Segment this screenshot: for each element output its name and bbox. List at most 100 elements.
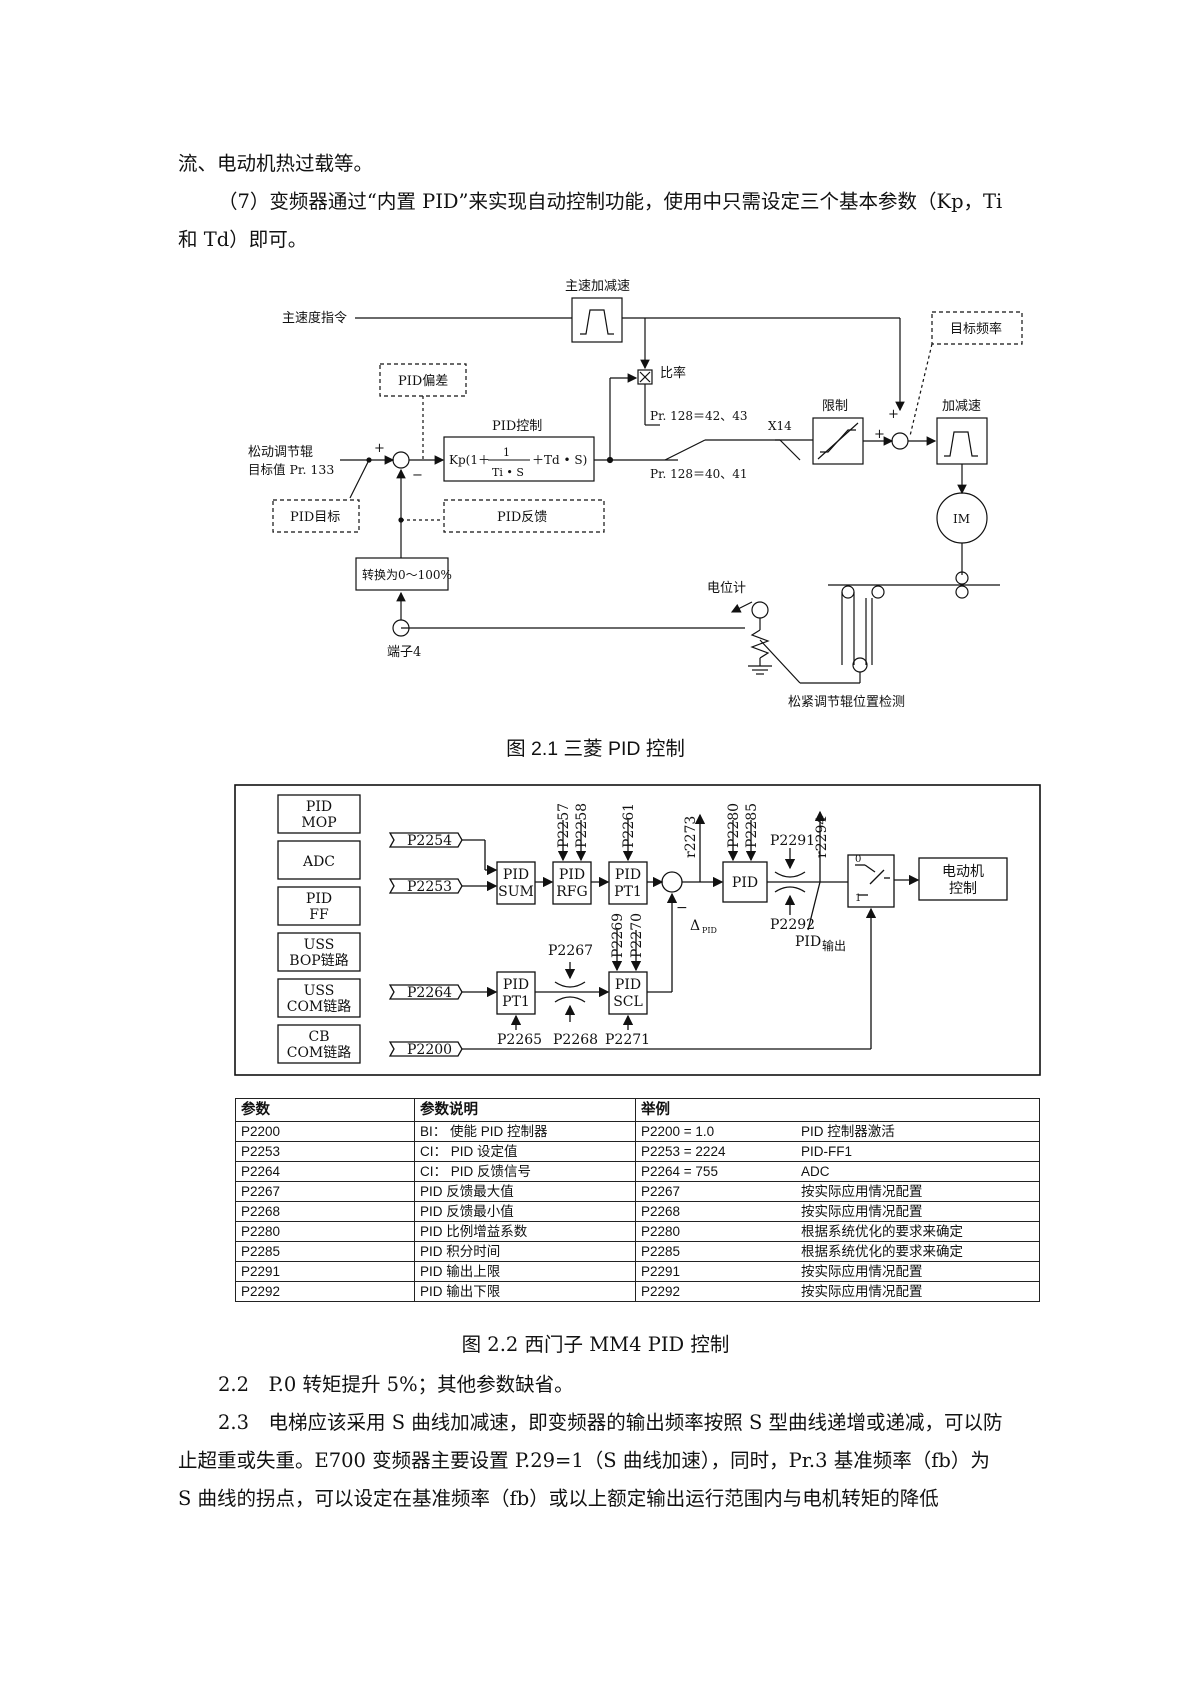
label-x14: X14 — [768, 419, 792, 433]
lbl-uss-bop-2: BOP链路 — [289, 953, 348, 969]
th-example-note — [796, 1098, 1040, 1122]
lbl-minus: − — [676, 900, 688, 916]
cell: 按实际应用情况配置 — [796, 1181, 1040, 1202]
lbl-pid-ff-1: PID — [306, 891, 332, 907]
lbl-p2280: P2280 — [726, 803, 742, 848]
cell: 根据系统优化的要求来确定 — [796, 1241, 1040, 1262]
lbl-uss-com-1: USS — [304, 983, 335, 999]
lbl-pt1b-1: PID — [503, 977, 529, 993]
lbl-pid-ff-2: FF — [309, 907, 329, 923]
lbl-uss-bop-1: USS — [304, 937, 335, 953]
lbl-sw0: 0 — [855, 854, 861, 865]
cell: PID 反馈最大值 — [414, 1181, 636, 1202]
cell: P2292 — [635, 1281, 796, 1302]
cell: P2280 — [235, 1221, 415, 1242]
table-header-row: 参数 参数说明 举例 — [235, 1098, 1040, 1122]
lbl-p2269: P2269 — [610, 913, 626, 958]
lbl-p2268: P2268 — [553, 1032, 598, 1048]
lbl-pid-out-b: 输出 — [822, 938, 846, 953]
label-pid-feedback: PID反馈 — [497, 510, 547, 525]
cell: P2285 — [235, 1241, 415, 1262]
lbl-p2264: P2264 — [407, 985, 452, 1001]
box-motor-control — [918, 857, 1008, 901]
lbl-p2292: P2292 — [770, 917, 815, 933]
label-minus-1: − — [412, 468, 423, 483]
label-pr128-a: Pr. 128＝42、43 — [650, 409, 748, 423]
cell: P2253 = 2224 — [635, 1141, 796, 1162]
label-pid-dev: PID偏差 — [398, 374, 448, 389]
paragraph-2-3: 2.3 电梯应该采用 S 曲线加减速，即变频器的输出频率按照 S 型曲线递增或递… — [178, 1411, 1003, 1510]
lbl-pid-out-a: PID — [795, 934, 821, 950]
fig1-caption: 图 2.1 三菱 PID 控制 — [506, 738, 685, 760]
lbl-r2273: r2273 — [683, 816, 699, 858]
pid-feedback-box — [443, 499, 605, 533]
lbl-p2265: P2265 — [497, 1032, 542, 1048]
lbl-cb-com-1: CB — [309, 1029, 330, 1045]
lbl-p2253: P2253 — [407, 879, 452, 895]
cell: 按实际应用情况配置 — [796, 1201, 1040, 1222]
lbl-p2261: P2261 — [621, 803, 637, 848]
cell: P2280 — [635, 1221, 796, 1242]
cell: PID 积分时间 — [414, 1241, 636, 1262]
box-pid-ff — [277, 886, 361, 926]
lbl-delta: Δ — [690, 918, 700, 934]
label-main-accel: 主速加减速 — [565, 279, 630, 294]
switch-box — [847, 854, 895, 908]
box-pid-rfg — [552, 861, 592, 905]
cell: PID 比例增益系数 — [414, 1221, 636, 1242]
box-adc — [277, 840, 361, 880]
paragraph-pid-intro: （7）变频器通过“内置 PID”来实现自动控制功能，使用中只需设定三个基本参数（… — [178, 190, 1003, 251]
lbl-delta-sub: PID — [702, 926, 717, 935]
cell: 按实际应用情况配置 — [796, 1261, 1040, 1282]
cell: PID 输出下限 — [414, 1281, 636, 1302]
lbl-r2294: r2294 — [814, 816, 830, 858]
label-potentiometer: 电位计 — [707, 581, 746, 596]
lbl-sum-1: PID — [503, 867, 529, 883]
lbl-pid-mop-1: PID — [306, 799, 332, 815]
lbl-pt1-1: PID — [615, 867, 641, 883]
box-uss-com — [277, 978, 361, 1018]
lbl-motor-2: 控制 — [949, 881, 977, 897]
lbl-p2270: P2270 — [629, 913, 645, 958]
box-pid-scl — [608, 971, 648, 1015]
lbl-cb-com-2: COM链路 — [287, 1045, 352, 1061]
th-param: 参数 — [235, 1098, 415, 1122]
conn-p2254 — [388, 832, 463, 848]
cell: P2268 — [235, 1201, 415, 1222]
fig2-frame — [234, 784, 1041, 1076]
main-accel-box — [571, 297, 623, 343]
lbl-p2254: P2254 — [407, 833, 452, 849]
label-plus-1: + — [374, 441, 385, 456]
cell: P2200 = 1.0 — [635, 1121, 796, 1142]
box-pid-mop — [277, 794, 361, 834]
lbl-motor-1: 电动机 — [942, 864, 984, 880]
lbl-p2291: P2291 — [770, 833, 815, 849]
fig2-siemens-pid-diagram: PID MOP ADC PID FF USS BOP链路 USS COM链路 C… — [234, 784, 1041, 1076]
label-target-freq: 目标频率 — [950, 321, 1002, 337]
th-example: 举例 — [635, 1098, 796, 1122]
label-im: IM — [953, 512, 970, 526]
label-pr128-b: Pr. 128＝40、41 — [650, 467, 748, 481]
cell: CI： PID 设定值 — [414, 1141, 636, 1162]
th-desc: 参数说明 — [414, 1098, 636, 1122]
pid-control-box — [443, 436, 595, 482]
cell: P2200 — [235, 1121, 415, 1142]
cell: PID-FF1 — [796, 1141, 1040, 1162]
box-uss-bop — [277, 932, 361, 972]
fig2-caption: 图 2.2 西门子 MM4 PID 控制 — [461, 1333, 730, 1356]
conn-p2253 — [388, 878, 463, 894]
cell: CI： PID 反馈信号 — [414, 1161, 636, 1182]
cell: 根据系统优化的要求来确定 — [796, 1221, 1040, 1242]
label-convert: 转换为0～100% — [362, 567, 452, 582]
formula-a: Kp(1＋ — [449, 453, 490, 467]
lbl-scl-1: PID — [615, 977, 641, 993]
lbl-adc: ADC — [302, 854, 335, 870]
lbl-pt1-2: PT1 — [614, 884, 642, 900]
lbl-p2285: P2285 — [744, 803, 760, 848]
